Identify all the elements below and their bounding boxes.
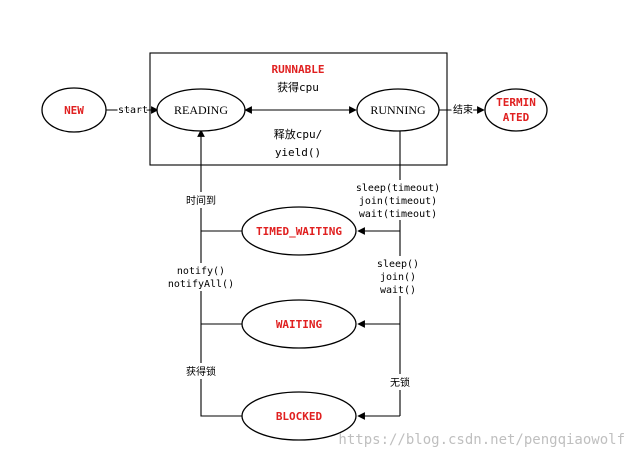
svg-text:join(): join() bbox=[380, 272, 416, 283]
waiting-entry-labels: sleep() join() wait() bbox=[376, 256, 420, 296]
runnable-subtitle: 获得cpu bbox=[277, 81, 319, 94]
blocked-return-label: 获得锁 bbox=[180, 363, 222, 379]
timed-waiting-entry-labels: sleep(timeout) join(timeout) wait(timeou… bbox=[356, 180, 440, 220]
svg-text:sleep(): sleep() bbox=[377, 259, 419, 270]
watermark: https://blog.csdn.net/pengqiaowolf bbox=[338, 432, 625, 448]
node-waiting-label: WAITING bbox=[276, 318, 323, 331]
svg-text:sleep(timeout): sleep(timeout) bbox=[356, 183, 440, 194]
node-new-label: NEW bbox=[64, 104, 84, 117]
svg-text:notifyAll(): notifyAll() bbox=[168, 279, 234, 290]
edge-start-label: start bbox=[118, 105, 148, 116]
node-waiting bbox=[241, 299, 357, 349]
node-terminated bbox=[484, 88, 548, 132]
svg-text:join(timeout): join(timeout) bbox=[359, 196, 437, 207]
runnable-group-box bbox=[149, 52, 448, 166]
node-new bbox=[41, 87, 107, 133]
node-terminated-label-1: TERMIN bbox=[496, 96, 536, 109]
runnable-title: RUNNABLE bbox=[272, 63, 325, 76]
node-running-label: RUNNING bbox=[370, 103, 426, 117]
svg-text:时间到: 时间到 bbox=[186, 194, 216, 207]
node-blocked bbox=[241, 391, 357, 441]
node-timed-waiting bbox=[241, 206, 357, 256]
node-running bbox=[356, 88, 440, 132]
svg-text:wait(timeout): wait(timeout) bbox=[359, 209, 437, 220]
node-terminated-label-2: ATED bbox=[503, 111, 530, 124]
release-cpu-label: 释放cpu/ bbox=[274, 127, 323, 141]
svg-text:notify(): notify() bbox=[177, 266, 225, 277]
waiting-return-labels: notify() notifyAll() bbox=[168, 263, 234, 291]
svg-text:无锁: 无锁 bbox=[390, 376, 410, 389]
blocked-entry-label: 无锁 bbox=[386, 374, 414, 390]
svg-text:wait(): wait() bbox=[380, 285, 416, 296]
svg-text:获得锁: 获得锁 bbox=[186, 365, 216, 378]
node-reading-label: READING bbox=[174, 103, 228, 117]
node-blocked-label: BLOCKED bbox=[276, 410, 323, 423]
node-reading bbox=[156, 88, 246, 132]
edge-blocked-return bbox=[197, 129, 244, 417]
edge-end-label: 结束 bbox=[453, 103, 473, 116]
timed-waiting-return-label: 时间到 bbox=[180, 192, 222, 208]
yield-label: yield() bbox=[275, 146, 321, 159]
node-timed-waiting-label: TIMED_WAITING bbox=[256, 225, 342, 238]
